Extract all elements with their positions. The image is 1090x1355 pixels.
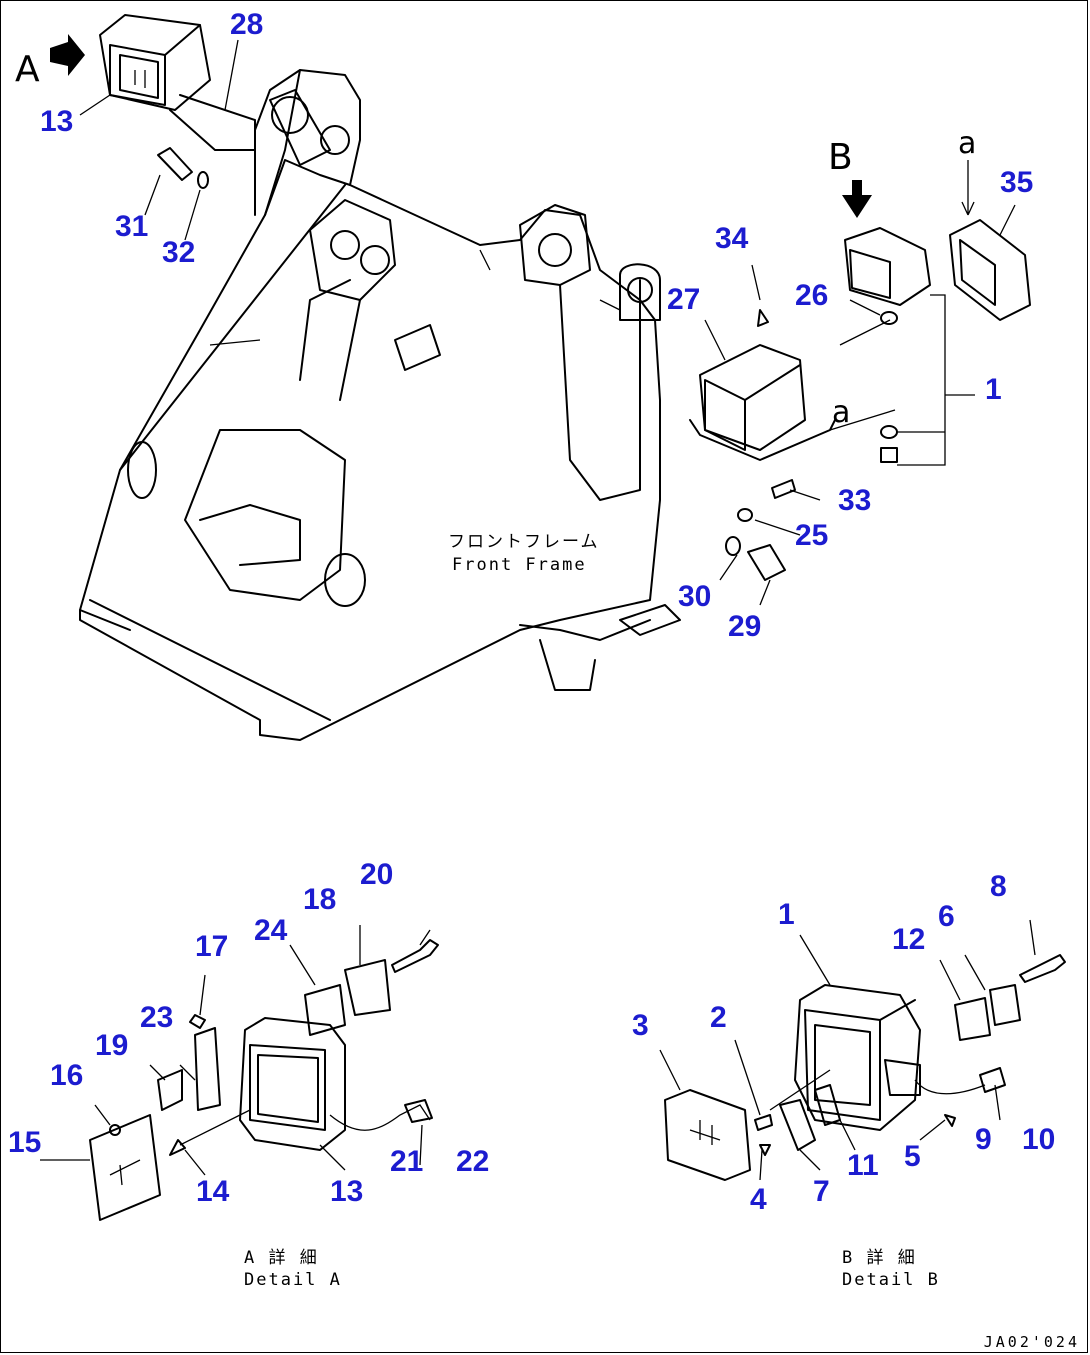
- callout-13-detail: 13: [330, 1175, 364, 1208]
- callout-32: 32: [162, 236, 196, 269]
- callout-1: 1: [985, 373, 1002, 406]
- callout-33: 33: [838, 484, 872, 517]
- front-frame-drawing: [79, 69, 681, 741]
- callout-18: 18: [303, 883, 337, 916]
- callout-16: 16: [50, 1059, 84, 1092]
- section-a-letter: a: [832, 395, 851, 430]
- detail-a-drawing: [89, 939, 439, 1221]
- callout-28: 28: [230, 8, 264, 41]
- callout-7: 7: [813, 1175, 830, 1208]
- detail-b-title-jp: B 詳 細: [842, 1248, 917, 1268]
- callout-14: 14: [196, 1175, 230, 1208]
- view-a-arrow-icon: [50, 34, 85, 76]
- callout-31: 31: [115, 210, 149, 243]
- arrow-a-letter: a: [958, 126, 977, 161]
- bolt-31-washer-32-drawing: [157, 147, 209, 189]
- detail-a-title-jp: A 詳 細: [244, 1248, 319, 1268]
- callout-22: 22: [456, 1145, 490, 1178]
- view-b-arrow-icon: [842, 180, 872, 218]
- callout-8: 8: [990, 870, 1007, 903]
- view-a-letter: A: [15, 49, 40, 90]
- callout-24: 24: [254, 914, 288, 947]
- callout-12: 12: [892, 923, 926, 956]
- detail-b-title-en: Detail B: [842, 1270, 940, 1290]
- callout-20: 20: [360, 858, 394, 891]
- callout-13: 13: [40, 105, 74, 138]
- callout-17: 17: [195, 930, 229, 963]
- callout-25: 25: [795, 519, 829, 552]
- view-b-letter: B: [828, 137, 853, 178]
- detail-a-title-en: Detail A: [244, 1270, 342, 1290]
- callout-15: 15: [8, 1126, 42, 1159]
- callout-11: 11: [847, 1149, 879, 1182]
- callout-21: 21: [390, 1145, 424, 1178]
- callout-19: 19: [95, 1029, 129, 1062]
- callout-10: 10: [1022, 1123, 1056, 1156]
- callout-3: 3: [632, 1009, 649, 1042]
- front-frame-title-en: Front Frame: [452, 555, 587, 575]
- front-frame-title-jp: フロントフレーム: [448, 532, 600, 552]
- callout-4: 4: [750, 1183, 767, 1216]
- callout-9: 9: [975, 1123, 992, 1156]
- callout-27: 27: [667, 283, 701, 316]
- callout-29: 29: [728, 610, 762, 643]
- callout-26: 26: [795, 279, 829, 312]
- headlamp-b-bracket-drawing: [689, 160, 1031, 581]
- callout-34: 34: [715, 222, 749, 255]
- callout-30: 30: [678, 580, 712, 613]
- callout-6: 6: [938, 900, 955, 933]
- leader-lines: [40, 39, 1036, 1181]
- callout-2: 2: [710, 1001, 727, 1034]
- callout-5: 5: [904, 1140, 921, 1173]
- callout-23: 23: [140, 1001, 174, 1034]
- callout-1-detail: 1: [778, 898, 795, 931]
- detail-b-drawing: [664, 954, 1066, 1181]
- drawing-code: JA02'024: [983, 1333, 1080, 1351]
- callout-35: 35: [1000, 166, 1034, 199]
- view-arrows: [50, 34, 872, 218]
